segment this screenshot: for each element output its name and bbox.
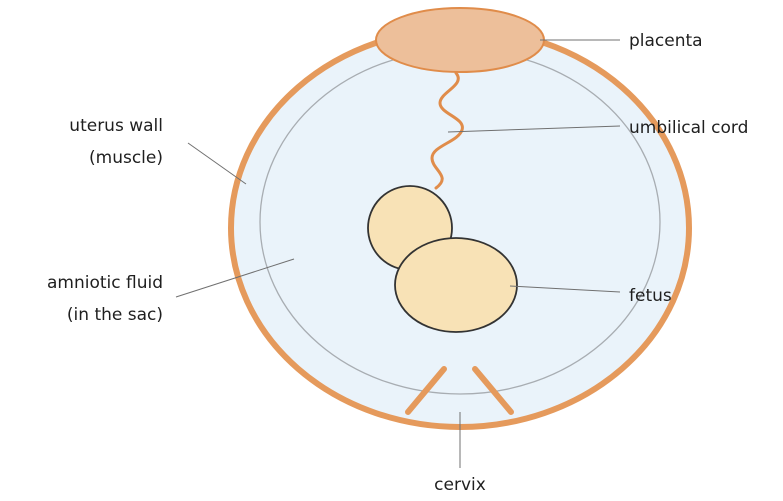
- label-amniotic-fluid-line1: amniotic fluid: [47, 273, 163, 293]
- label-placenta: placenta: [629, 31, 703, 51]
- fetus-body: [395, 238, 517, 332]
- label-uterus-wall-line2: (muscle): [89, 148, 163, 168]
- label-amniotic-fluid-line2: (in the sac): [67, 305, 163, 325]
- placenta: [376, 8, 544, 72]
- label-uterus-wall-line1: uterus wall: [69, 116, 163, 136]
- label-umbilical-cord: umbilical cord: [629, 118, 748, 138]
- uterus-wall: [231, 29, 689, 427]
- leader-uterus-wall: [188, 143, 246, 184]
- label-cervix: cervix: [434, 475, 486, 495]
- label-fetus: fetus: [629, 286, 672, 306]
